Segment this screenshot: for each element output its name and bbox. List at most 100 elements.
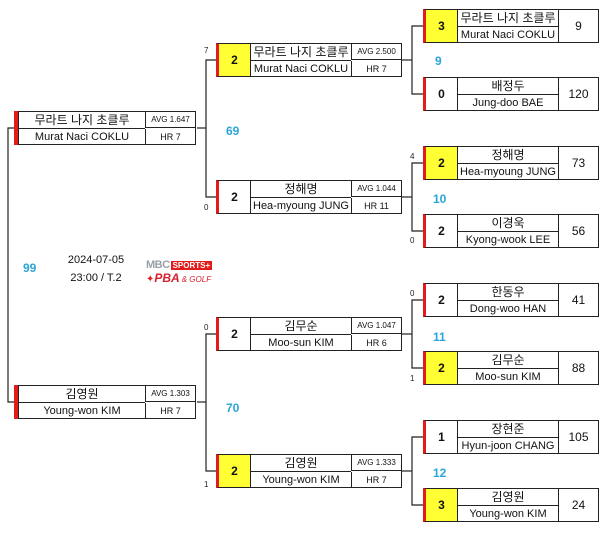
r1-match-11-seed-label-1: 0 (410, 289, 415, 298)
player-name-eng: Murat Naci COKLU (34, 131, 130, 143)
final-accent-bar-bottom (14, 385, 18, 419)
league-logo: ✦PBA& GOLF (146, 269, 211, 287)
player-name-kor: 무라트 나지 초클루 (251, 44, 351, 61)
player-name-kor: 김무순 (458, 352, 558, 369)
semi-69-player-card-1[interactable]: 2 무라트 나지 초클루 Murat Naci COKLU AVG 2.500 … (216, 43, 402, 77)
player-name-kor: 김영원 (458, 489, 558, 506)
semi-70-seed-label-2: 1 (204, 480, 209, 489)
player-hr: 88 (558, 352, 598, 384)
sets-won: 2 (219, 44, 251, 76)
sets-won: 3 (426, 489, 458, 521)
sets-won: 3 (426, 10, 458, 42)
r1-match-12-player-card-2[interactable]: 3 김영원 Young-won KIM 24 (423, 488, 599, 522)
player-name-kor: 배정두 (458, 78, 558, 95)
player-hr: 120 (558, 78, 598, 110)
player-name-eng: Murat Naci COKLU (253, 63, 349, 75)
player-hr: 41 (558, 284, 598, 316)
player-name-kor: 무라트 나지 초클루 (19, 112, 145, 129)
r1-match-11-player-card-1[interactable]: 2 한동우 Dong-woo HAN 41 (423, 283, 599, 317)
player-name-eng: Hea-myoung JUNG (253, 200, 349, 212)
semi-69-seed-label-1: 7 (204, 46, 209, 55)
player-hr: HR 6 (351, 335, 401, 351)
player-name-eng: Moo-sun KIM (268, 337, 334, 349)
league-logo-icon: ✦ (146, 274, 155, 285)
player-hr: HR 7 (351, 61, 401, 77)
r1-match-9-player-card-1[interactable]: 3 무라트 나지 초클루 Murat Naci COKLU 9 (423, 9, 599, 43)
r1-match-12-number: 12 (433, 466, 447, 480)
player-name-eng: Jung-doo BAE (472, 97, 544, 109)
player-name-kor: 무라트 나지 초클루 (458, 10, 558, 27)
player-avg: AVG 1.303 (145, 386, 195, 402)
player-name-eng: Kyong-wook LEE (465, 234, 551, 246)
r1-match-11-seed-label-2: 1 (410, 374, 415, 383)
player-name-eng: Young-won KIM (469, 508, 547, 520)
player-hr: HR 7 (351, 472, 401, 488)
broadcaster-sub: SPORTS+ (170, 261, 213, 270)
r1-match-10-seed-label-2: 0 (410, 236, 415, 245)
league-sub: & GOLF (181, 275, 212, 284)
player-name-kor: 장현준 (458, 421, 558, 438)
player-hr: 105 (558, 421, 598, 453)
player-name-kor: 정해명 (251, 181, 351, 198)
sets-won: 2 (426, 215, 458, 247)
player-name-kor: 김영원 (19, 386, 145, 403)
player-name-eng: Hea-myoung JUNG (460, 166, 556, 178)
player-hr: 9 (558, 10, 598, 42)
semi-70-match-number: 70 (226, 401, 240, 415)
sets-won: 2 (219, 455, 251, 487)
player-hr: HR 11 (351, 198, 401, 214)
player-name-kor: 정해명 (458, 147, 558, 164)
player-name-kor: 이경욱 (458, 215, 558, 232)
r1-match-10-player-card-2[interactable]: 2 이경욱 Kyong-wook LEE 56 (423, 214, 599, 248)
player-hr: HR 7 (145, 403, 195, 419)
event-date: 2024-07-05 (67, 254, 125, 266)
player-avg: AVG 1.044 (351, 181, 401, 197)
league-name: PBA (154, 271, 180, 285)
sets-won: 2 (219, 318, 251, 350)
final-player-card-2[interactable]: 김영원 Young-won KIM AVG 1.303 HR 7 (18, 385, 196, 419)
r1-match-12-player-card-1[interactable]: 1 장현준 Hyun-joon CHANG 105 (423, 420, 599, 454)
final-accent-bar-top (14, 111, 18, 145)
broadcaster-name: MBC (146, 259, 170, 271)
event-time-table: 23:00 / T.2 (70, 272, 122, 284)
player-name-kor: 김무순 (251, 318, 351, 335)
sets-won: 2 (219, 181, 251, 213)
sets-won: 2 (426, 352, 458, 384)
r1-match-10-player-card-1[interactable]: 2 정해명 Hea-myoung JUNG 73 (423, 146, 599, 180)
player-avg: AVG 1.647 (145, 112, 195, 128)
final-match-number: 99 (23, 261, 37, 275)
player-hr: HR 7 (145, 129, 195, 145)
r1-match-9-player-card-2[interactable]: 0 배정두 Jung-doo BAE 120 (423, 77, 599, 111)
sets-won: 1 (426, 421, 458, 453)
r1-match-10-number: 10 (433, 192, 447, 206)
player-name-eng: Murat Naci COKLU (460, 29, 556, 41)
r1-match-11-player-card-2[interactable]: 2 김무순 Moo-sun KIM 88 (423, 351, 599, 385)
player-hr: 73 (558, 147, 598, 179)
player-name-eng: Moo-sun KIM (475, 371, 541, 383)
player-hr: 24 (558, 489, 598, 521)
semi-70-player-card-1[interactable]: 2 김무순 Moo-sun KIM AVG 1.047 HR 6 (216, 317, 402, 351)
player-avg: AVG 2.500 (351, 44, 401, 60)
semi-70-player-card-2[interactable]: 2 김영원 Young-won KIM AVG 1.333 HR 7 (216, 454, 402, 488)
player-name-eng: Young-won KIM (43, 405, 121, 417)
player-name-kor: 한동우 (458, 284, 558, 301)
player-avg: AVG 1.047 (351, 318, 401, 334)
sets-won: 2 (426, 147, 458, 179)
semi-69-player-card-2[interactable]: 2 정해명 Hea-myoung JUNG AVG 1.044 HR 11 (216, 180, 402, 214)
r1-match-10-seed-label-1: 4 (410, 152, 415, 161)
player-name-eng: Hyun-joon CHANG (461, 440, 555, 452)
semi-70-seed-label-1: 0 (204, 323, 209, 332)
r1-match-9-number: 9 (435, 54, 442, 68)
sets-won: 0 (426, 78, 458, 110)
semi-69-seed-label-2: 0 (204, 203, 209, 212)
player-name-eng: Dong-woo HAN (469, 303, 547, 315)
player-name-kor: 김영원 (251, 455, 351, 472)
player-avg: AVG 1.333 (351, 455, 401, 471)
player-hr: 56 (558, 215, 598, 247)
player-name-eng: Young-won KIM (262, 474, 340, 486)
final-player-card-1[interactable]: 무라트 나지 초클루 Murat Naci COKLU AVG 1.647 HR… (18, 111, 196, 145)
sets-won: 2 (426, 284, 458, 316)
r1-match-11-number: 11 (433, 330, 446, 344)
